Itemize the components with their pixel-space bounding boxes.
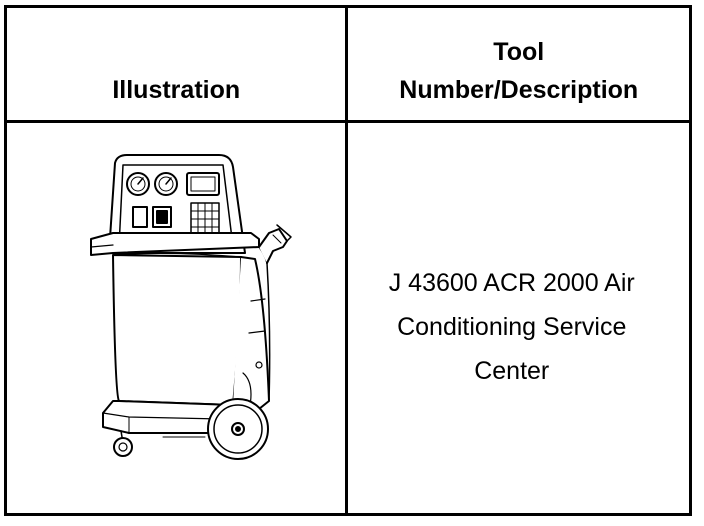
illustration-cell xyxy=(3,120,349,516)
tool-description: J 43600 ACR 2000 Air Conditioning Servic… xyxy=(388,269,635,385)
table-row: J 43600 ACR 2000 Air Conditioning Servic… xyxy=(3,120,692,516)
header-row: Illustration Tool Number/Description xyxy=(3,5,692,123)
tool-table: Illustration Tool Number/Description xyxy=(3,5,692,516)
header-tool-number-description: Tool Number/Description xyxy=(345,5,692,123)
header-illustration: Illustration xyxy=(3,5,349,123)
ac-service-center-machine-icon xyxy=(90,154,292,460)
description-cell: J 43600 ACR 2000 Air Conditioning Servic… xyxy=(345,120,692,516)
